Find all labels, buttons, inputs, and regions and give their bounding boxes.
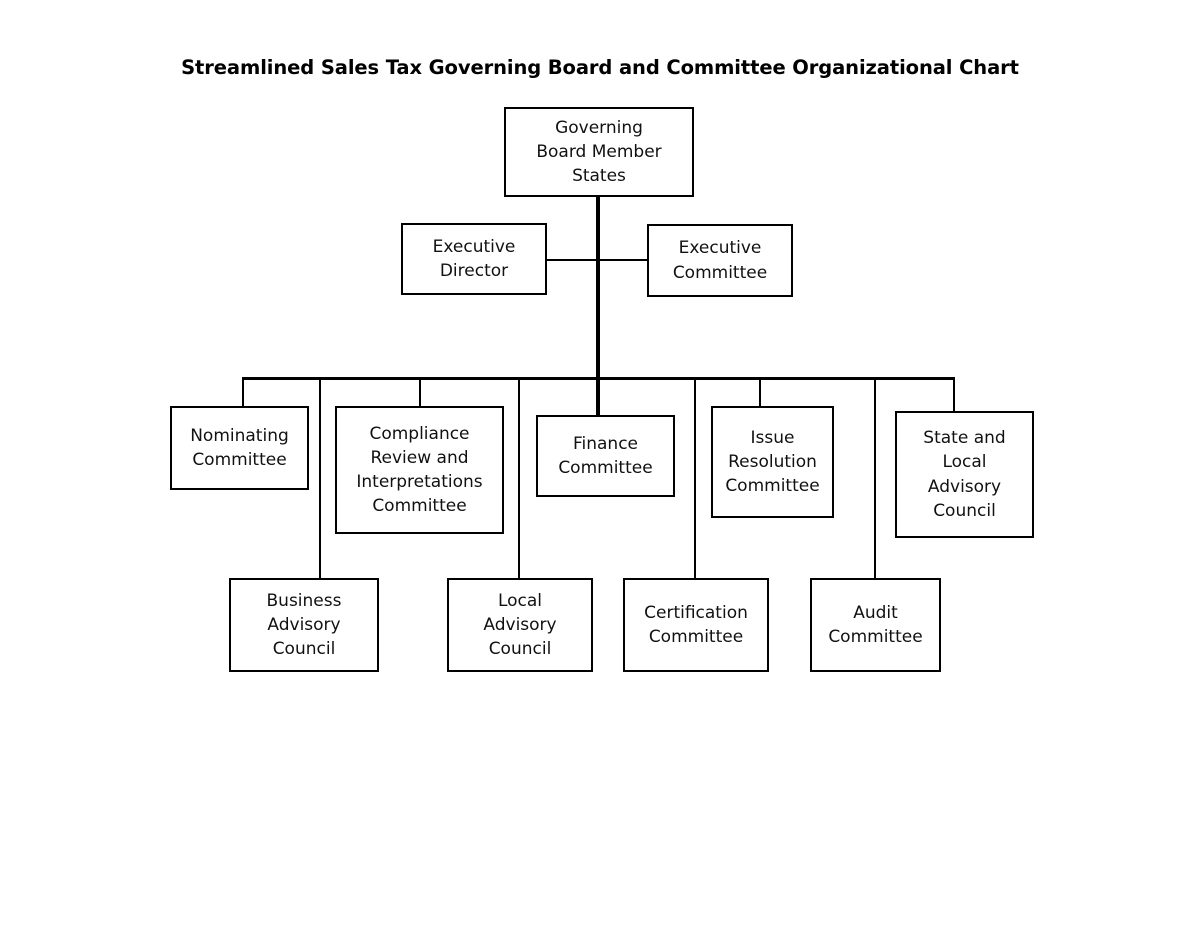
page-title: Streamlined Sales Tax Governing Board an… — [181, 56, 1019, 79]
node-audit-committee[interactable]: Audit Committee — [810, 578, 941, 672]
connector-distribution-bus — [242, 377, 955, 380]
node-governing-board[interactable]: Governing Board Member States — [504, 107, 694, 197]
node-compliance-committee-line-1: Compliance — [369, 423, 470, 444]
node-nominating-committee-line-2: Committee — [192, 450, 287, 470]
node-state-local-advisory-council-line-1: State and — [923, 428, 1006, 449]
connector-executive-director — [547, 259, 599, 261]
node-finance-committee-line-1: Finance — [572, 433, 639, 454]
node-state-local-advisory-council[interactable]: State and Local Advisory Council — [895, 411, 1034, 538]
node-compliance-committee-line-4: Committee — [372, 496, 467, 517]
connector-drop-certification — [694, 377, 696, 579]
node-compliance-committee[interactable]: Compliance Review and Interpretations Co… — [335, 406, 504, 534]
node-executive-director-line-1: Executive — [432, 236, 516, 257]
node-governing-board-line-2: Board Member — [536, 141, 662, 162]
node-local-advisory-council-line-3: Council — [488, 639, 552, 660]
node-state-local-advisory-council-line-4: Council — [933, 500, 996, 521]
connector-spine-to-finance — [596, 377, 600, 416]
node-finance-committee-line-2: Committee — [558, 458, 653, 478]
connector-drop-nominating — [242, 377, 244, 408]
node-issue-resolution-committee[interactable]: Issue Resolution Committee — [711, 406, 834, 518]
node-issue-resolution-committee-line-2: Resolution — [728, 451, 817, 472]
connector-executive-committee — [596, 259, 648, 261]
node-executive-director-line-2: Director — [439, 261, 509, 281]
node-audit-committee-line-2: Committee — [828, 627, 923, 647]
connector-drop-audit — [874, 377, 876, 579]
node-state-local-advisory-council-line-3: Advisory — [927, 476, 1002, 497]
node-certification-committee[interactable]: Certification Committee — [623, 578, 769, 672]
node-nominating-committee[interactable]: Nominating Committee — [170, 406, 309, 490]
connector-drop-compliance — [419, 377, 421, 408]
node-audit-committee-line-1: Audit — [853, 602, 898, 623]
node-executive-committee[interactable]: Executive Committee — [647, 224, 793, 297]
node-compliance-committee-line-3: Interpretations — [356, 472, 483, 492]
node-issue-resolution-committee-line-3: Committee — [725, 476, 820, 497]
node-executive-committee-line-1: Executive — [678, 238, 762, 259]
node-local-advisory-council-line-1: Local — [497, 590, 543, 611]
node-issue-resolution-committee-line-1: Issue — [750, 427, 795, 448]
node-compliance-committee-line-2: Review and — [370, 447, 469, 468]
node-executive-committee-line-2: Committee — [672, 262, 768, 283]
node-business-advisory-council[interactable]: Business Advisory Council — [229, 578, 379, 672]
node-certification-committee-line-2: Committee — [648, 627, 744, 647]
node-business-advisory-council-line-3: Council — [272, 639, 336, 660]
node-nominating-committee-line-1: Nominating — [190, 425, 289, 446]
connector-drop-local-advisory — [518, 377, 520, 579]
node-certification-committee-line-1: Certification — [644, 602, 748, 623]
connector-drop-business-advisory — [319, 377, 321, 579]
node-business-advisory-council-line-2: Advisory — [267, 614, 341, 635]
node-governing-board-line-3: States — [572, 166, 626, 187]
node-finance-committee[interactable]: Finance Committee — [536, 415, 675, 497]
connector-spine-main — [596, 196, 600, 380]
connector-drop-state-local — [953, 377, 955, 412]
node-governing-board-line-1: Governing — [555, 117, 643, 138]
node-local-advisory-council[interactable]: Local Advisory Council — [447, 578, 593, 672]
node-executive-director[interactable]: Executive Director — [401, 223, 547, 295]
connector-drop-issue-resolution — [759, 377, 761, 408]
node-state-local-advisory-council-line-2: Local — [942, 452, 987, 473]
node-business-advisory-council-line-1: Business — [266, 590, 342, 611]
node-local-advisory-council-line-2: Advisory — [483, 614, 557, 635]
